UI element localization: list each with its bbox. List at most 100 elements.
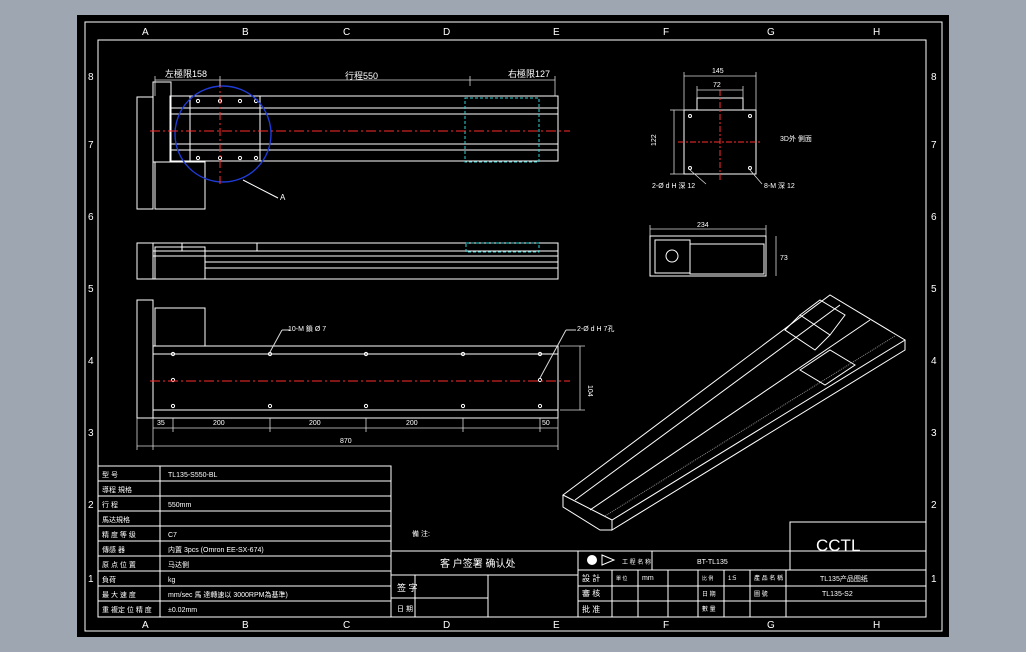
end-view-dims — [670, 72, 763, 185]
section-view[interactable] — [649, 235, 767, 277]
row-label: 3 — [88, 428, 94, 439]
logo-icon — [587, 554, 616, 566]
column-label: A — [142, 620, 149, 631]
part-number: TL135-S2 — [822, 591, 853, 598]
drawing-sheet[interactable] — [77, 15, 949, 637]
column-label: H — [873, 27, 880, 38]
row-label: 5 — [88, 284, 94, 295]
spec-label: 精 度 等 级 — [102, 530, 136, 539]
dim-35: 35 — [157, 420, 165, 427]
row-label: 8 — [88, 72, 94, 83]
dim-total: 870 — [340, 438, 352, 445]
row-label: 8 — [931, 72, 937, 83]
spec-label: 負荷 — [102, 575, 116, 584]
front-view[interactable] — [136, 299, 576, 419]
qty-label: 數 量 — [702, 605, 716, 613]
product-name-label: 產 品 名 稱 — [754, 574, 783, 582]
spec-label: 導程 規格 — [102, 485, 132, 494]
top-view-slider — [189, 95, 261, 162]
end-dim-122: 122 — [651, 134, 658, 146]
scale-value: 1:5 — [728, 576, 737, 582]
spec-value: TL135-S550-BL — [168, 472, 218, 479]
product-name-value: TL135产品图纸 — [820, 574, 868, 583]
front-view-dims — [136, 345, 585, 450]
hole-note-right: 2-Ø d H 7孔 — [577, 325, 614, 333]
column-label: E — [553, 620, 560, 631]
row-label: 6 — [931, 212, 937, 223]
right-limit-label: 右極限127 — [508, 68, 550, 79]
title-block — [577, 521, 927, 618]
row-label: 2 — [88, 500, 94, 511]
spec-label: 馬达規格 — [102, 515, 130, 524]
unit-value: mm — [642, 575, 654, 582]
top-view[interactable] — [136, 81, 559, 210]
scale-label: 比 例 — [702, 575, 713, 582]
column-label: F — [663, 620, 669, 631]
column-label: B — [242, 620, 249, 631]
side-view-limit-slider — [465, 242, 540, 253]
remarks-label: 備 注: — [412, 529, 430, 538]
section-outline — [649, 235, 767, 277]
iso-motor — [799, 299, 846, 336]
column-label: D — [443, 27, 450, 38]
row-label: 7 — [931, 140, 937, 151]
column-label: H — [873, 620, 880, 631]
spec-label: 重 複定 位 精 度 — [102, 605, 152, 614]
end-dim-72: 72 — [713, 82, 721, 89]
spec-table — [97, 465, 392, 618]
dim-200-a: 200 — [213, 420, 225, 427]
column-label: A — [142, 27, 149, 38]
end-note-right: 3D外 側面 — [780, 134, 812, 143]
date-label: 日 期 — [702, 590, 716, 598]
top-view-body — [169, 95, 559, 162]
side-view-body — [152, 242, 559, 280]
unit-label: 單 位 — [616, 575, 627, 582]
iso-grille — [604, 335, 896, 517]
height-dim: 104 — [586, 385, 593, 397]
iso-end-edge — [562, 495, 612, 531]
spec-value: 马达側 — [168, 560, 189, 569]
spec-value: 550mm — [168, 502, 192, 509]
detail-label-a: A — [280, 193, 286, 202]
spec-value: mm/sec 馬 達轉速以 3000RPM為基準) — [168, 590, 288, 599]
drawing-no-label: 圖 號 — [754, 590, 768, 598]
spec-label: 原 点 位 置 — [102, 560, 136, 569]
row-label: 3 — [931, 428, 937, 439]
column-label: B — [242, 27, 249, 38]
section-dim-234: 234 — [697, 222, 709, 229]
side-view-slider — [181, 242, 258, 252]
column-label: F — [663, 27, 669, 38]
column-label: C — [343, 620, 350, 631]
detail-circle-a[interactable] — [174, 85, 272, 183]
column-label: E — [553, 27, 560, 38]
stroke-label: 行程550 — [345, 70, 378, 81]
approve-label: 批 准 — [582, 604, 600, 614]
section-dim-73: 73 — [780, 255, 788, 262]
column-label: D — [443, 620, 450, 631]
tap-note: 8-M 深 12 — [764, 181, 795, 190]
dim-200-b: 200 — [309, 420, 321, 427]
row-label: 6 — [88, 212, 94, 223]
isometric-view[interactable] — [562, 294, 906, 531]
row-label: 1 — [931, 574, 937, 585]
hole-note-left: 10-M 鎖 Ø 7 — [288, 324, 326, 333]
confirm-date: 日 期 — [397, 605, 413, 613]
design-label: 設 計 — [582, 573, 600, 583]
confirm-title: 客 户签署 确认处 — [440, 557, 516, 570]
spec-value: ±0.02mm — [168, 607, 197, 614]
row-label: 1 — [88, 574, 94, 585]
spec-label: 型 号 — [102, 470, 118, 479]
section-dims — [649, 225, 777, 276]
project-label: 工 程 名 称 — [622, 558, 651, 566]
spec-value: C7 — [168, 532, 177, 539]
row-label: 4 — [931, 356, 937, 367]
side-view[interactable] — [136, 242, 559, 280]
iso-rail-2 — [589, 319, 871, 511]
pin-note: 2-Ø d H 深 12 — [652, 181, 695, 190]
company-name: CCTL — [816, 536, 860, 555]
